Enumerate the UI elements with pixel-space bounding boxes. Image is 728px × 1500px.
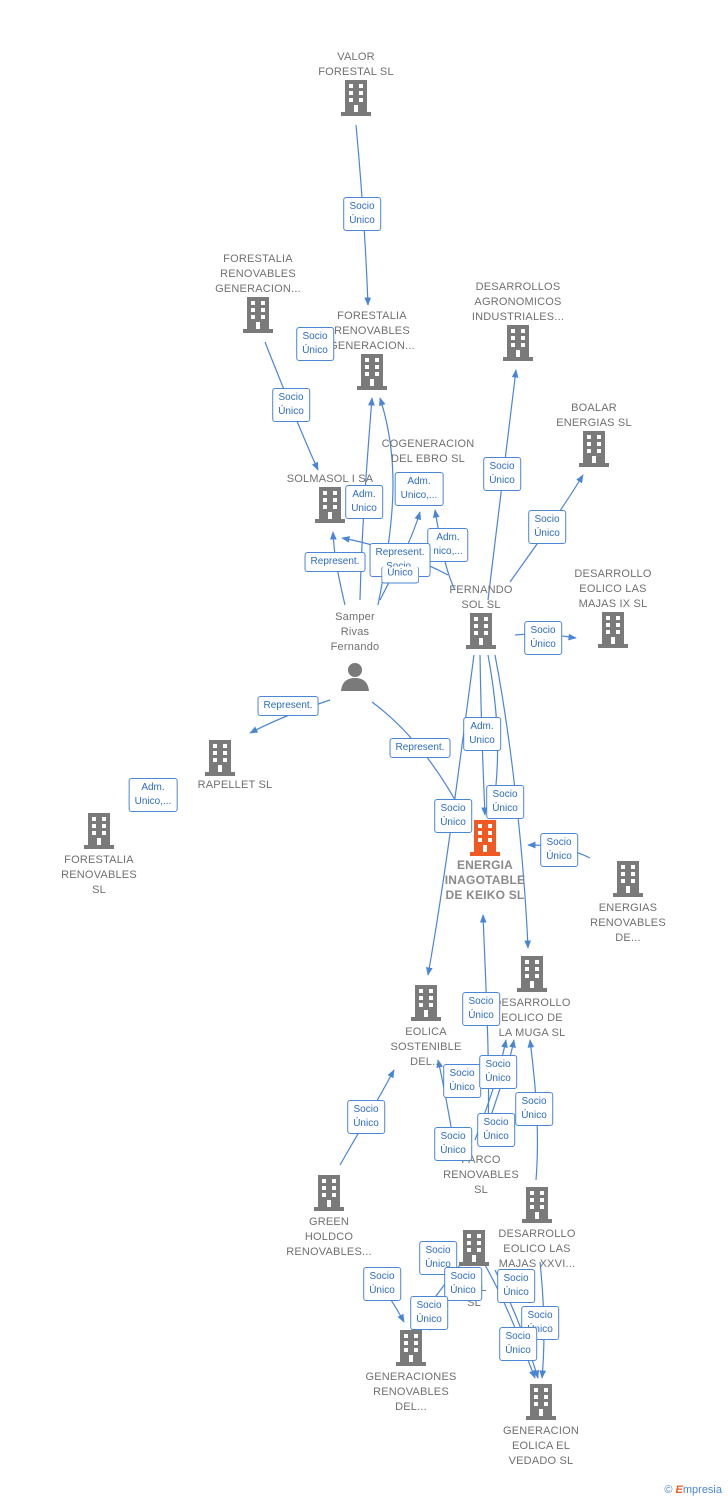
- building-icon: [526, 1384, 556, 1420]
- relation-badge[interactable]: Adm.Unico,...: [128, 778, 178, 812]
- building-icon: [341, 80, 371, 116]
- building-icon-focus: [470, 820, 500, 856]
- copyright-symbol: ©: [664, 1484, 673, 1496]
- relation-badge[interactable]: Adm.Unico,...: [394, 472, 444, 506]
- relation-badge[interactable]: Represent.: [257, 696, 319, 716]
- node-solmasol[interactable]: SOLMASOL I SA: [265, 472, 395, 523]
- building-icon: [205, 740, 235, 776]
- brand-logo-letter: E: [675, 1484, 683, 1496]
- person-icon: [341, 663, 369, 691]
- building-icon: [613, 861, 643, 897]
- building-icon: [459, 1230, 489, 1266]
- relation-badge[interactable]: Represent.: [304, 552, 366, 572]
- node-label: RAPELLET SL: [197, 779, 273, 791]
- building-icon: [243, 297, 273, 333]
- building-icon: [315, 487, 345, 523]
- node-rapellet[interactable]: RAPELLET SL: [155, 740, 285, 793]
- brand-logo-text: mpresia: [682, 1484, 722, 1496]
- building-icon: [466, 613, 496, 649]
- building-icon: [503, 325, 533, 361]
- building-icon: [598, 612, 628, 648]
- relation-badge[interactable]: Adm.Unico: [463, 717, 501, 751]
- building-icon: [84, 813, 114, 849]
- node-label: SOLMASOL I SA: [286, 473, 374, 485]
- building-icon: [396, 1330, 426, 1366]
- footer-brand[interactable]: © Empresia: [664, 1484, 722, 1496]
- edge-mid-vedado: [484, 1264, 536, 1379]
- building-icon: [357, 354, 387, 390]
- relation-badge[interactable]: Único: [381, 566, 419, 584]
- building-icon: [517, 956, 547, 992]
- building-icon: [522, 1187, 552, 1223]
- building-icon: [411, 985, 441, 1021]
- relation-badge[interactable]: Adm.nico,...: [427, 528, 469, 562]
- relation-badge[interactable]: Adm.Unico: [345, 485, 383, 519]
- building-icon: [314, 1175, 344, 1211]
- relation-badge[interactable]: Represent.: [389, 738, 451, 758]
- building-icon: [579, 431, 609, 467]
